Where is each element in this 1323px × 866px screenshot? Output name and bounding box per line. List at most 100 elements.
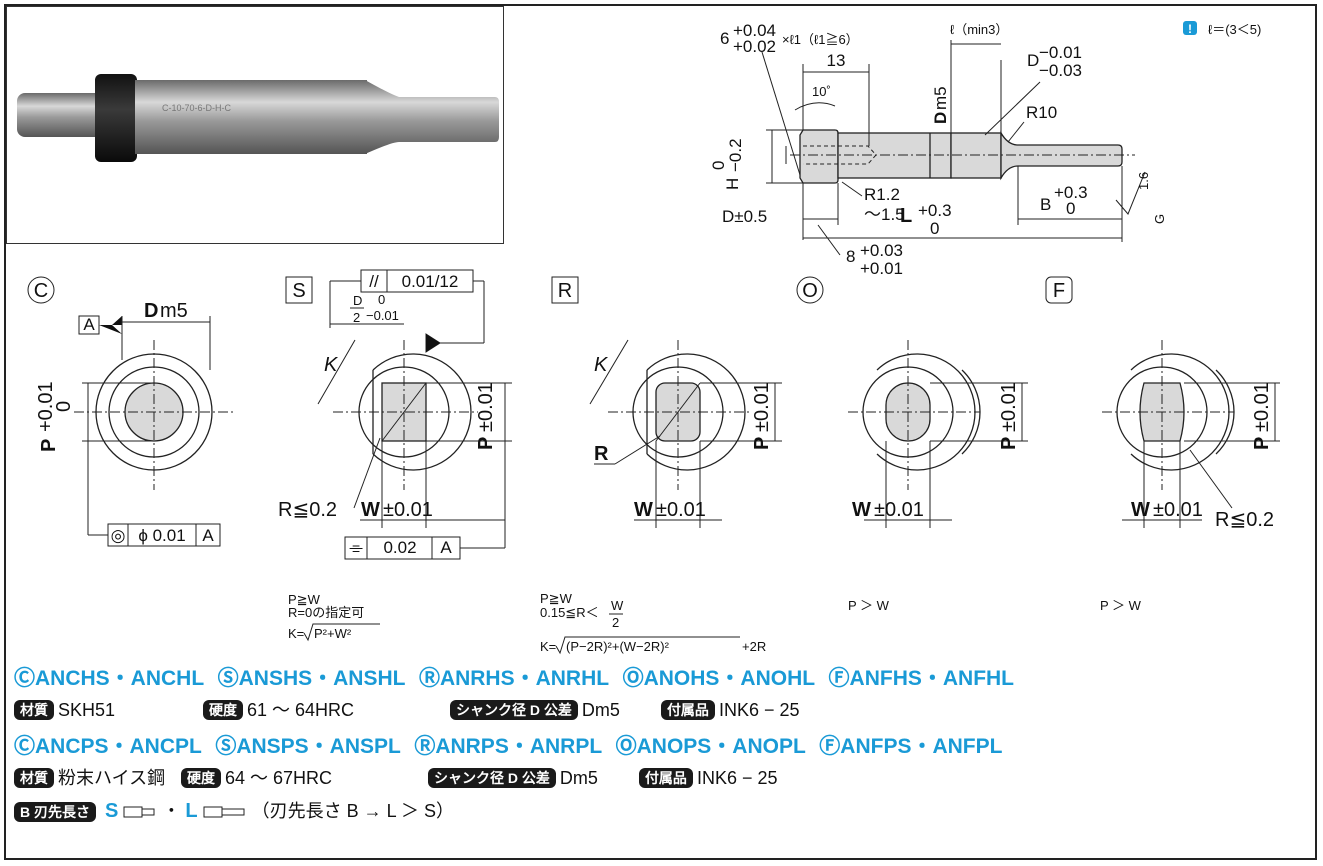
section-c-conc-val: ϕ 0.01 xyxy=(138,526,185,545)
dim-h-lo: −0.2 xyxy=(726,138,745,172)
photo-engraving: C-10-70-6-D-H-C xyxy=(162,103,232,113)
dim-l-name: L xyxy=(900,205,912,227)
side-view: 13 ℓ（min3） D −0.01 −0.03 6 +0.04 +0.02 ×… xyxy=(709,21,1167,278)
cond-s-l3: K= xyxy=(288,626,304,641)
catalog-frame xyxy=(4,4,1317,860)
dim-h-name: H xyxy=(723,178,742,190)
product-2-1: ⓈANSPS・ANSPL xyxy=(215,735,401,758)
dim-l-up: +0.3 xyxy=(918,201,952,220)
section-o-p: P xyxy=(998,437,1020,450)
material-tag-2: 材質 xyxy=(14,768,54,789)
cond-r-l2: 0.15≦R＜ xyxy=(540,605,599,620)
material-value-2: 粉末ハイス鋼 xyxy=(58,768,166,789)
dim-6-lo: +0.02 xyxy=(733,37,776,56)
ell-rule: ℓ＝(3＜5) xyxy=(1208,22,1261,37)
section-f-r: R≦0.2 xyxy=(1215,509,1274,531)
dim-13: 13 xyxy=(827,51,846,70)
section-o-p-tol: ±0.01 xyxy=(998,382,1020,432)
product-2-4: ⒻANFPS・ANFPL xyxy=(819,735,1003,758)
dim-b-name: B xyxy=(1040,195,1051,214)
product-line-2: ⒸANCPS・ANCPL ⓈANSPS・ANSPL ⓇANRPS・ANRPL Ⓞ… xyxy=(14,732,1314,762)
accessory-tag-2: 付属品 xyxy=(638,768,693,789)
product-2-3: ⓄANOPS・ANOPL xyxy=(615,735,806,758)
section-r-w-tol: ±0.01 xyxy=(656,499,706,521)
dim-dm5-m: m5 xyxy=(931,86,950,110)
roughness-g: G xyxy=(1152,214,1167,224)
section-r-letter: R xyxy=(558,280,572,302)
product-photo: C-10-70-6-D-H-C xyxy=(6,6,504,244)
section-c-dm5-d: D xyxy=(144,300,158,322)
cond-r-sqrt: (P−2R)²+(W−2R)² xyxy=(566,639,670,654)
section-s: S // 0.01/12 D 2 0 −0.01 K P ±0.01 R≦0.2 xyxy=(278,269,512,560)
shank-tag-2: シャンク径 D 公差 xyxy=(428,768,556,789)
dim-b-up: +0.3 xyxy=(1054,183,1088,202)
section-s-half-d-den: 2 xyxy=(353,310,360,325)
cond-o: P ＞ W xyxy=(848,598,890,613)
product-1-0: ⒸANCHS・ANCHL xyxy=(14,667,204,690)
product-1-4: ⒻANFHS・ANFHL xyxy=(828,667,1015,690)
dim-l-min: ℓ（min3） xyxy=(950,22,1008,37)
section-o-letter: O xyxy=(802,280,818,302)
cond-r-den: 2 xyxy=(612,615,619,630)
section-s-half-tol-lo: −0.01 xyxy=(366,308,399,323)
section-s-par-val: 0.01/12 xyxy=(402,272,459,291)
section-s-half-tol-up: 0 xyxy=(378,292,385,307)
dim-8-lo: +0.01 xyxy=(860,259,903,278)
conditions: P≧W R=0の指定可 K= P²+W² P≧W 0.15≦R＜ W 2 K= … xyxy=(288,591,1142,655)
roughness-value: 1.6 xyxy=(1136,172,1151,190)
parallel-icon: // xyxy=(369,272,379,291)
section-c-conc-ref: A xyxy=(202,526,214,545)
dim-r15: ～1.5 xyxy=(864,205,905,224)
product-info: ⒸANCHS・ANCHL ⓈANSHS・ANSHL ⓇANRHS・ANRHL Ⓞ… xyxy=(14,664,1314,826)
dim-6-base: 6 xyxy=(720,29,729,48)
section-c-dm5-m: m5 xyxy=(160,300,188,322)
dim-8: 8 xyxy=(846,247,855,266)
section-f: F P ±0.01 W ±0.01 R≦0.2 xyxy=(1045,276,1280,531)
blade-length-line: B 刃先長さ S ・ L （刃先長さ B → L ＞ S） xyxy=(14,796,1314,826)
cond-r-l3: K= xyxy=(540,639,556,654)
section-f-w: W xyxy=(1131,499,1150,521)
section-s-k: K xyxy=(324,354,339,376)
product-2-0: ⒸANCPS・ANCPL xyxy=(14,735,202,758)
blade-s: S xyxy=(105,800,119,822)
section-c-p: P xyxy=(38,439,60,452)
shank-tag: シャンク径 D 公差 xyxy=(450,700,578,721)
dim-d-up: −0.01 xyxy=(1039,43,1082,62)
cond-f: P ＞ W xyxy=(1100,598,1142,613)
cond-s-l2: R=0の指定可 xyxy=(288,605,364,620)
punch-photo-image: C-10-70-6-D-H-C xyxy=(17,74,499,162)
material-value: SKH51 xyxy=(58,700,116,721)
section-s-sym-val: 0.02 xyxy=(383,538,416,557)
section-f-letter: F xyxy=(1053,280,1065,302)
cond-s-sqrt: P²+W² xyxy=(314,626,352,641)
dim-r10: R10 xyxy=(1026,103,1057,122)
blade-tag: B 刃先長さ xyxy=(14,802,96,823)
section-r-r: R xyxy=(594,443,609,465)
dim-8-up: +0.03 xyxy=(860,241,903,260)
section-r-w: W xyxy=(634,499,653,521)
product-2-2: ⓇANRPS・ANRPL xyxy=(414,735,602,758)
dim-angle: 10˚ xyxy=(812,84,831,99)
section-f-p: P xyxy=(1251,437,1273,450)
section-f-w-tol: ±0.01 xyxy=(1153,499,1203,521)
section-o: O P ±0.01 W ±0.01 xyxy=(796,276,1028,528)
dim-6-suffix: ×ℓ1（ℓ1≧6） xyxy=(782,32,859,47)
dim-dm5-d: D xyxy=(931,112,950,124)
section-s-p-tol: ±0.01 xyxy=(475,382,497,432)
section-o-w: W xyxy=(852,499,871,521)
dim-h-up: 0 xyxy=(709,161,728,170)
section-s-r: R≦0.2 xyxy=(278,499,337,521)
hardness-value-2: 64 ～ 67HRC xyxy=(225,768,333,789)
product-1-3: ⓄANOHS・ANOHL xyxy=(622,667,815,690)
section-f-p-tol: ±0.01 xyxy=(1251,382,1273,432)
dim-6-up: +0.04 xyxy=(733,21,776,40)
dim-d-lo: −0.03 xyxy=(1039,61,1082,80)
product-line-1: ⒸANCHS・ANCHL ⓈANSHS・ANSHL ⓇANRHS・ANRHL Ⓞ… xyxy=(14,664,1314,694)
blade-long-icon xyxy=(203,806,245,818)
blade-short-icon xyxy=(123,806,155,818)
section-c-p-up: +0.01 xyxy=(35,381,57,432)
cond-r-end: +2R xyxy=(742,639,766,654)
section-r-p-tol: ±0.01 xyxy=(751,382,773,432)
